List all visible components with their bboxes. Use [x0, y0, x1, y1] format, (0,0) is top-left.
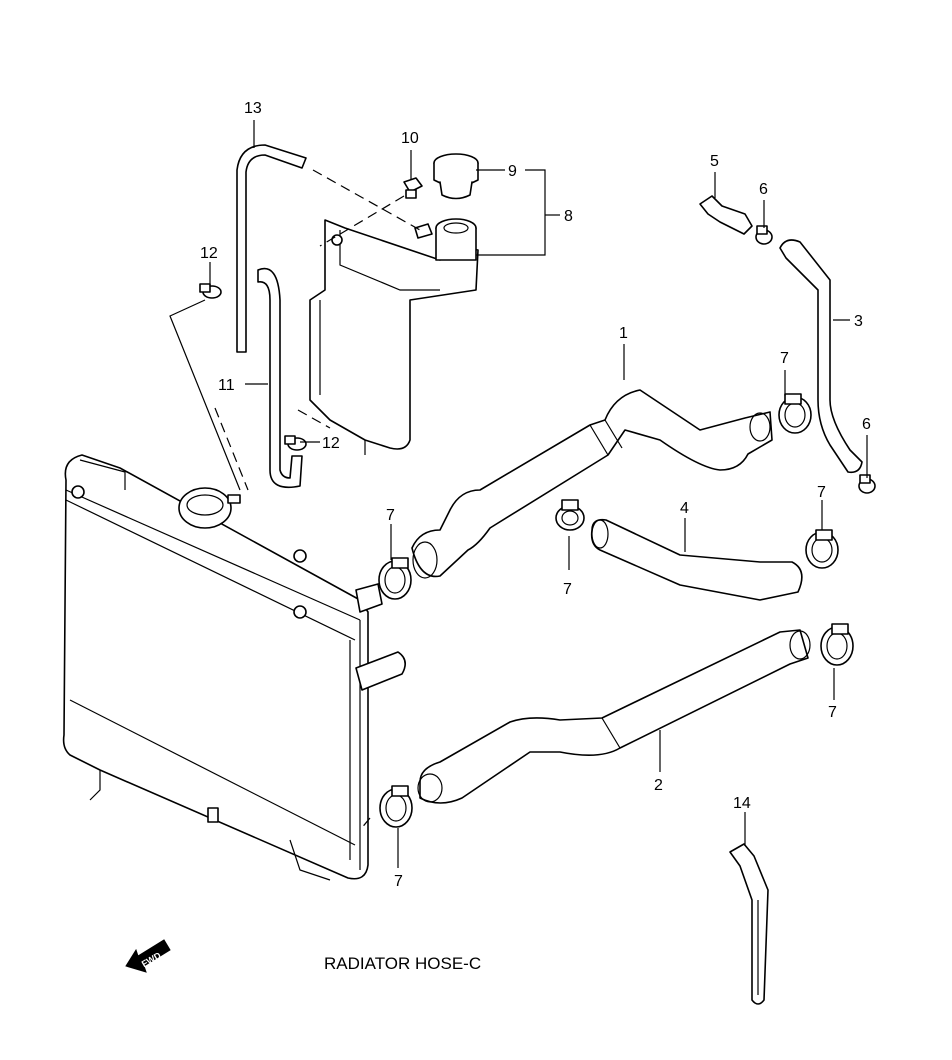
- radiator-cap: [178, 487, 241, 529]
- upper-radiator-hose: [411, 389, 773, 579]
- leader-lines: [169, 120, 868, 868]
- callout-4: 4: [680, 500, 689, 517]
- bypass-hose: [779, 239, 863, 474]
- small-clamp: [284, 435, 307, 451]
- callout-2: 2: [654, 777, 663, 794]
- bolt: [403, 177, 423, 199]
- hose-clamp: [379, 785, 413, 828]
- callout-7-middle-right: 7: [817, 484, 826, 501]
- callout-7-left-upper: 7: [386, 507, 395, 524]
- hose-clamp-small: [858, 474, 876, 494]
- callout-6-bottom: 6: [862, 416, 871, 433]
- radiator: [62, 454, 406, 881]
- hose-clamp: [805, 529, 839, 569]
- callout-3: 3: [854, 313, 863, 330]
- diagram-caption: RADIATOR HOSE-C: [324, 954, 481, 973]
- small-clamp: [199, 283, 222, 299]
- reservoir-cap: [433, 153, 479, 200]
- callout-numbers: 13 10 9 8 5 6 3 6 1 7 4 7 7 7 7 7 2 14 1…: [200, 100, 871, 890]
- hose-clamp: [820, 623, 854, 666]
- callout-12-bottom: 12: [322, 435, 340, 452]
- callout-10: 10: [401, 130, 419, 147]
- callout-13: 13: [244, 100, 262, 117]
- reservoir-hose: [257, 267, 303, 489]
- callout-1: 1: [619, 325, 628, 342]
- fwd-arrow-icon: FWD: [125, 939, 171, 973]
- callout-8: 8: [564, 208, 573, 225]
- callout-7-left-lower: 7: [394, 873, 403, 890]
- hose-clamp: [555, 499, 585, 531]
- callout-7-lower-right: 7: [828, 704, 837, 721]
- lower-radiator-hose: [417, 629, 811, 804]
- callout-6-top: 6: [759, 181, 768, 198]
- callout-11: 11: [218, 377, 235, 394]
- union-fitting: [699, 195, 753, 235]
- hose-clamp: [378, 557, 412, 600]
- reservoir-tank: [309, 153, 479, 455]
- heater-hose: [590, 518, 803, 601]
- hose-clamp: [778, 393, 812, 434]
- cable-tie: [729, 843, 769, 1005]
- hose-clamp-small: [755, 225, 773, 245]
- callout-14: 14: [733, 795, 751, 812]
- callout-5: 5: [710, 153, 719, 170]
- callout-7-upper-right: 7: [780, 350, 789, 367]
- callout-7-middle: 7: [563, 581, 572, 598]
- callout-9: 9: [508, 163, 517, 180]
- callout-12-top: 12: [200, 245, 218, 262]
- overflow-hose: [236, 144, 307, 353]
